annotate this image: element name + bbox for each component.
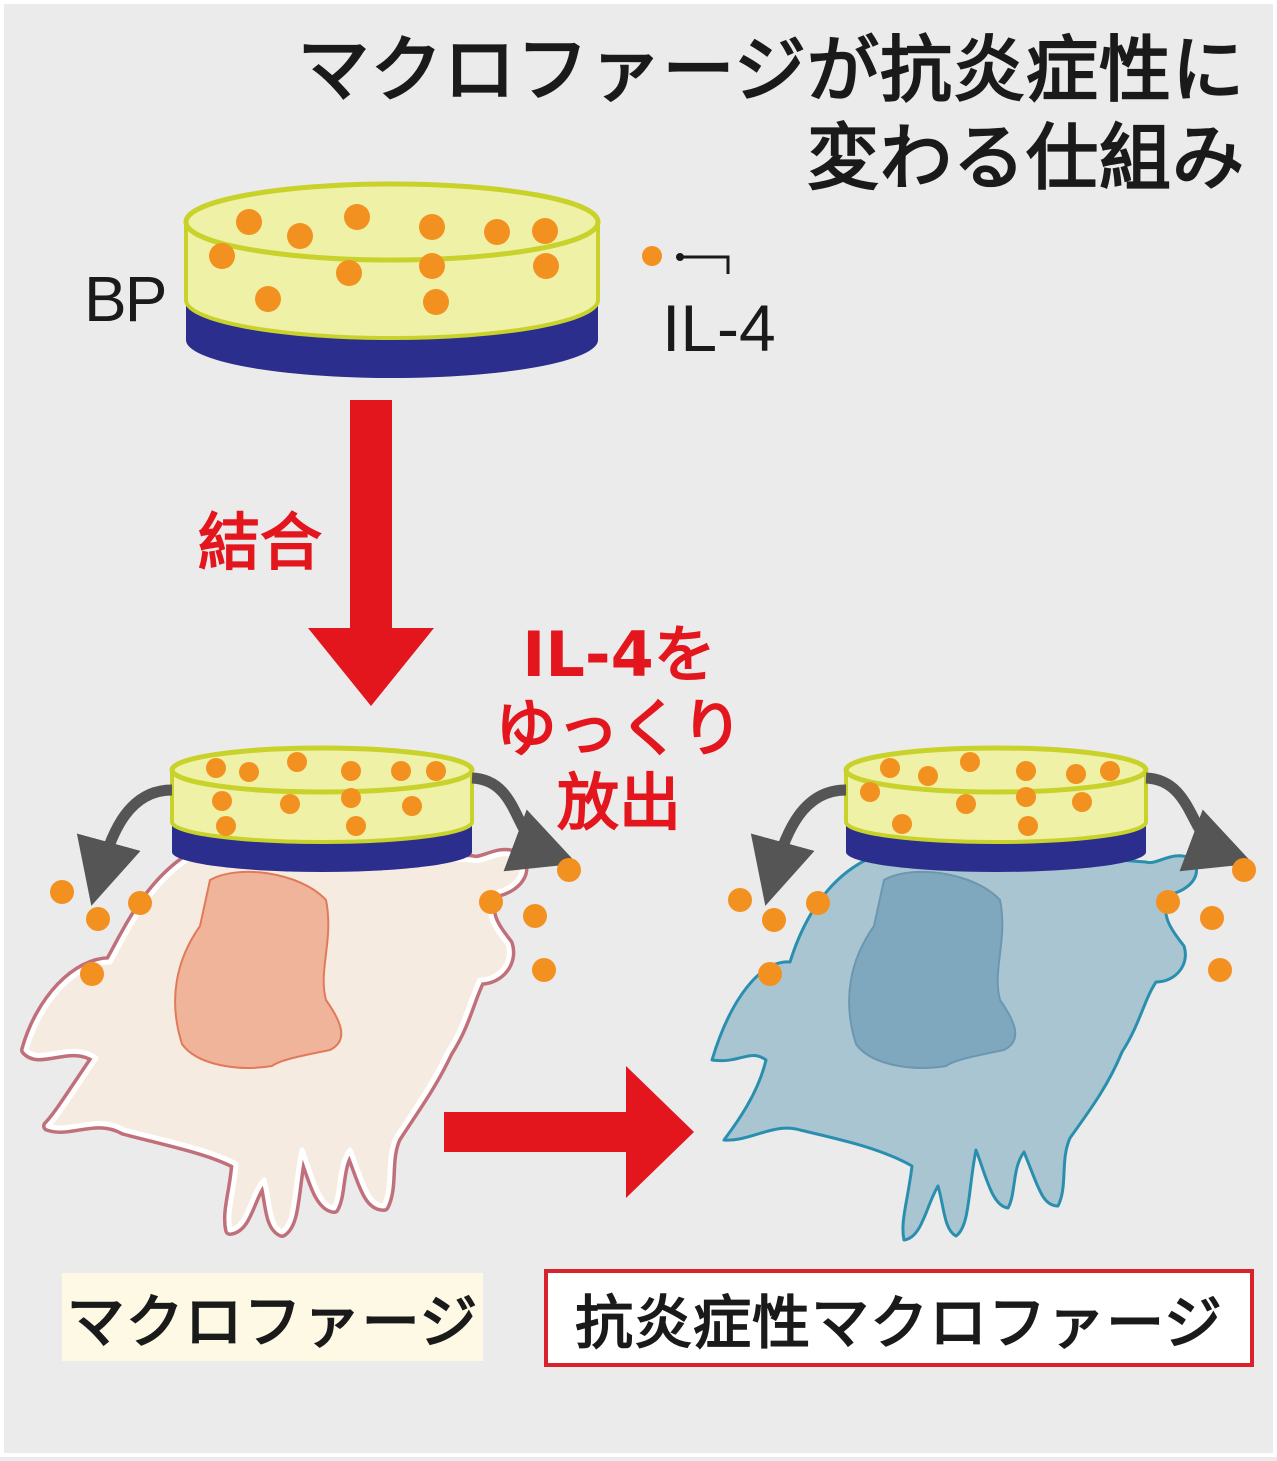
released-il4-particles <box>50 858 1256 986</box>
bp-disc-on-macrophage <box>169 745 475 872</box>
il4-particle <box>216 816 236 836</box>
il4-particle <box>557 858 581 882</box>
il4-particle <box>880 758 900 778</box>
il4-particle <box>1016 787 1036 807</box>
il4-particle <box>255 286 281 312</box>
il4-particle <box>280 794 300 814</box>
il4-particle <box>346 816 366 836</box>
leader-line <box>680 255 730 274</box>
release-arrow-left-1 <box>76 784 173 906</box>
bp-label: BP <box>84 263 167 335</box>
il4-particle <box>728 888 752 912</box>
title-line-1: マクロファージが抗炎症性に <box>297 28 1245 112</box>
il4-particle <box>423 289 449 315</box>
il4-particle <box>479 890 503 914</box>
il4-particle <box>532 218 558 244</box>
left-disc-particles <box>206 752 446 836</box>
page-title: マクロファージが抗炎症性に 変わる仕組み <box>297 26 1245 202</box>
release-line-2: ゆっくり <box>494 692 743 765</box>
il4-particle <box>1018 816 1038 836</box>
il4-particle <box>533 253 559 279</box>
il4-particle <box>1072 792 1092 812</box>
macrophage-cell <box>20 846 529 1238</box>
il4-particle <box>50 880 74 904</box>
release-arrow-right-1 <box>471 772 577 872</box>
il4-particle <box>1156 890 1180 914</box>
il4-particle <box>419 214 445 240</box>
il4-particle <box>239 762 259 782</box>
il4-particle <box>341 761 361 781</box>
macrophage-caption: マクロファージ <box>66 1288 479 1356</box>
il4-particle <box>532 958 556 982</box>
il4-particle <box>484 219 510 245</box>
release-line-1: IL-4を <box>522 618 716 691</box>
title-line-2: 変わる仕組み <box>806 116 1245 200</box>
bp-il4-particles <box>209 204 559 315</box>
release-label: IL-4を ゆっくり 放出 <box>488 618 750 840</box>
il4-particle <box>391 761 411 781</box>
binding-label: 結合 <box>198 506 323 579</box>
macrophage-caption-box: マクロファージ <box>62 1273 483 1361</box>
il4-particle <box>806 891 830 915</box>
right-disc-particles <box>860 752 1120 836</box>
il4-particle <box>960 752 980 772</box>
anti-inflammatory-macrophage-cell <box>710 850 1198 1242</box>
il4-particle <box>287 752 307 772</box>
il4-particle <box>758 962 782 986</box>
il4-particle <box>918 766 938 786</box>
il4-particle <box>419 253 445 279</box>
anti-macrophage-caption: 抗炎症性マクロファージ <box>575 1289 1223 1357</box>
il4-particle <box>1016 761 1036 781</box>
il4-particle <box>860 782 880 802</box>
il4-particle <box>128 891 152 915</box>
il4-particle <box>956 794 976 814</box>
anti-macrophage-nucleus <box>848 870 1017 1069</box>
release-line-3: 放出 <box>556 766 681 839</box>
il4-particle <box>209 243 235 269</box>
release-arrow-left-2 <box>750 784 847 906</box>
il4-particle <box>1200 906 1224 930</box>
il4-particle <box>336 260 362 286</box>
il4-particle <box>344 204 370 230</box>
il4-particle <box>212 791 232 811</box>
il4-particle <box>206 758 226 778</box>
il4-particle <box>892 814 912 834</box>
il4-particle <box>1232 858 1256 882</box>
macrophage-nucleus <box>174 870 343 1069</box>
release-arrow-right-2 <box>1145 772 1253 872</box>
il4-particle <box>402 796 422 816</box>
il4-particle <box>80 962 104 986</box>
il4-label: IL-4 <box>662 291 776 365</box>
il4-particle <box>523 904 547 928</box>
il4-particle <box>236 209 262 235</box>
il4-particle <box>1066 764 1086 784</box>
il4-particle <box>1208 958 1232 982</box>
binding-arrow <box>308 400 434 706</box>
il4-particle <box>762 908 786 932</box>
il4-particle <box>287 223 313 249</box>
il4-particle <box>1100 761 1120 781</box>
il4-particle <box>86 907 110 931</box>
il4-particle <box>341 788 361 808</box>
transition-arrow <box>444 1066 694 1198</box>
anti-macrophage-caption-box: 抗炎症性マクロファージ <box>544 1269 1254 1367</box>
il4-particle <box>426 761 446 781</box>
bp-disc <box>183 181 601 378</box>
il4-legend-particle <box>642 246 662 266</box>
